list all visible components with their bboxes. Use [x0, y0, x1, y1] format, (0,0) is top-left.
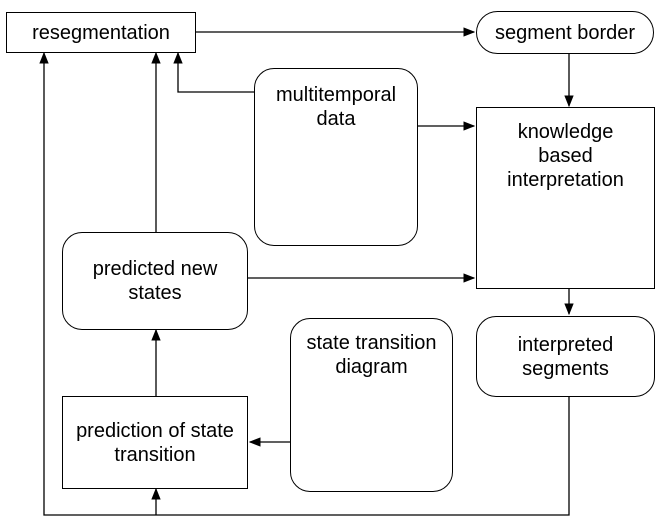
prediction-of-state-transition-box: prediction of state transition [62, 396, 248, 489]
feedback-line [39, 51, 570, 516]
resegmentation-box: resegmentation [6, 12, 196, 53]
multitemporal-data-label: multitemporal data [276, 84, 397, 130]
segment-border-label: segment border [494, 21, 636, 44]
state-transition-diagram-box: state transition diagram [290, 318, 453, 492]
state-transition-diagram-label: state transition diagram [306, 332, 437, 378]
arrow-multitemporal-to-resegmentation [173, 51, 254, 93]
interpreted-segments-box: interpreted segments [476, 316, 655, 397]
multitemporal-data-box: multitemporal data [254, 68, 418, 246]
predicted-new-states-label: predicted new states [92, 258, 218, 304]
knowledge-based-interpretation-box: knowledge based interpretation [476, 107, 655, 289]
interpreted-segments-label: interpreted segments [517, 333, 614, 380]
resegmentation-label: resegmentation [32, 21, 170, 44]
knowledge-based-interpretation-label: knowledge based interpretation [507, 121, 624, 191]
segment-border-box: segment border [476, 11, 654, 54]
prediction-of-state-transition-label: prediction of state transition [76, 419, 234, 466]
predicted-new-states-box: predicted new states [62, 232, 248, 330]
